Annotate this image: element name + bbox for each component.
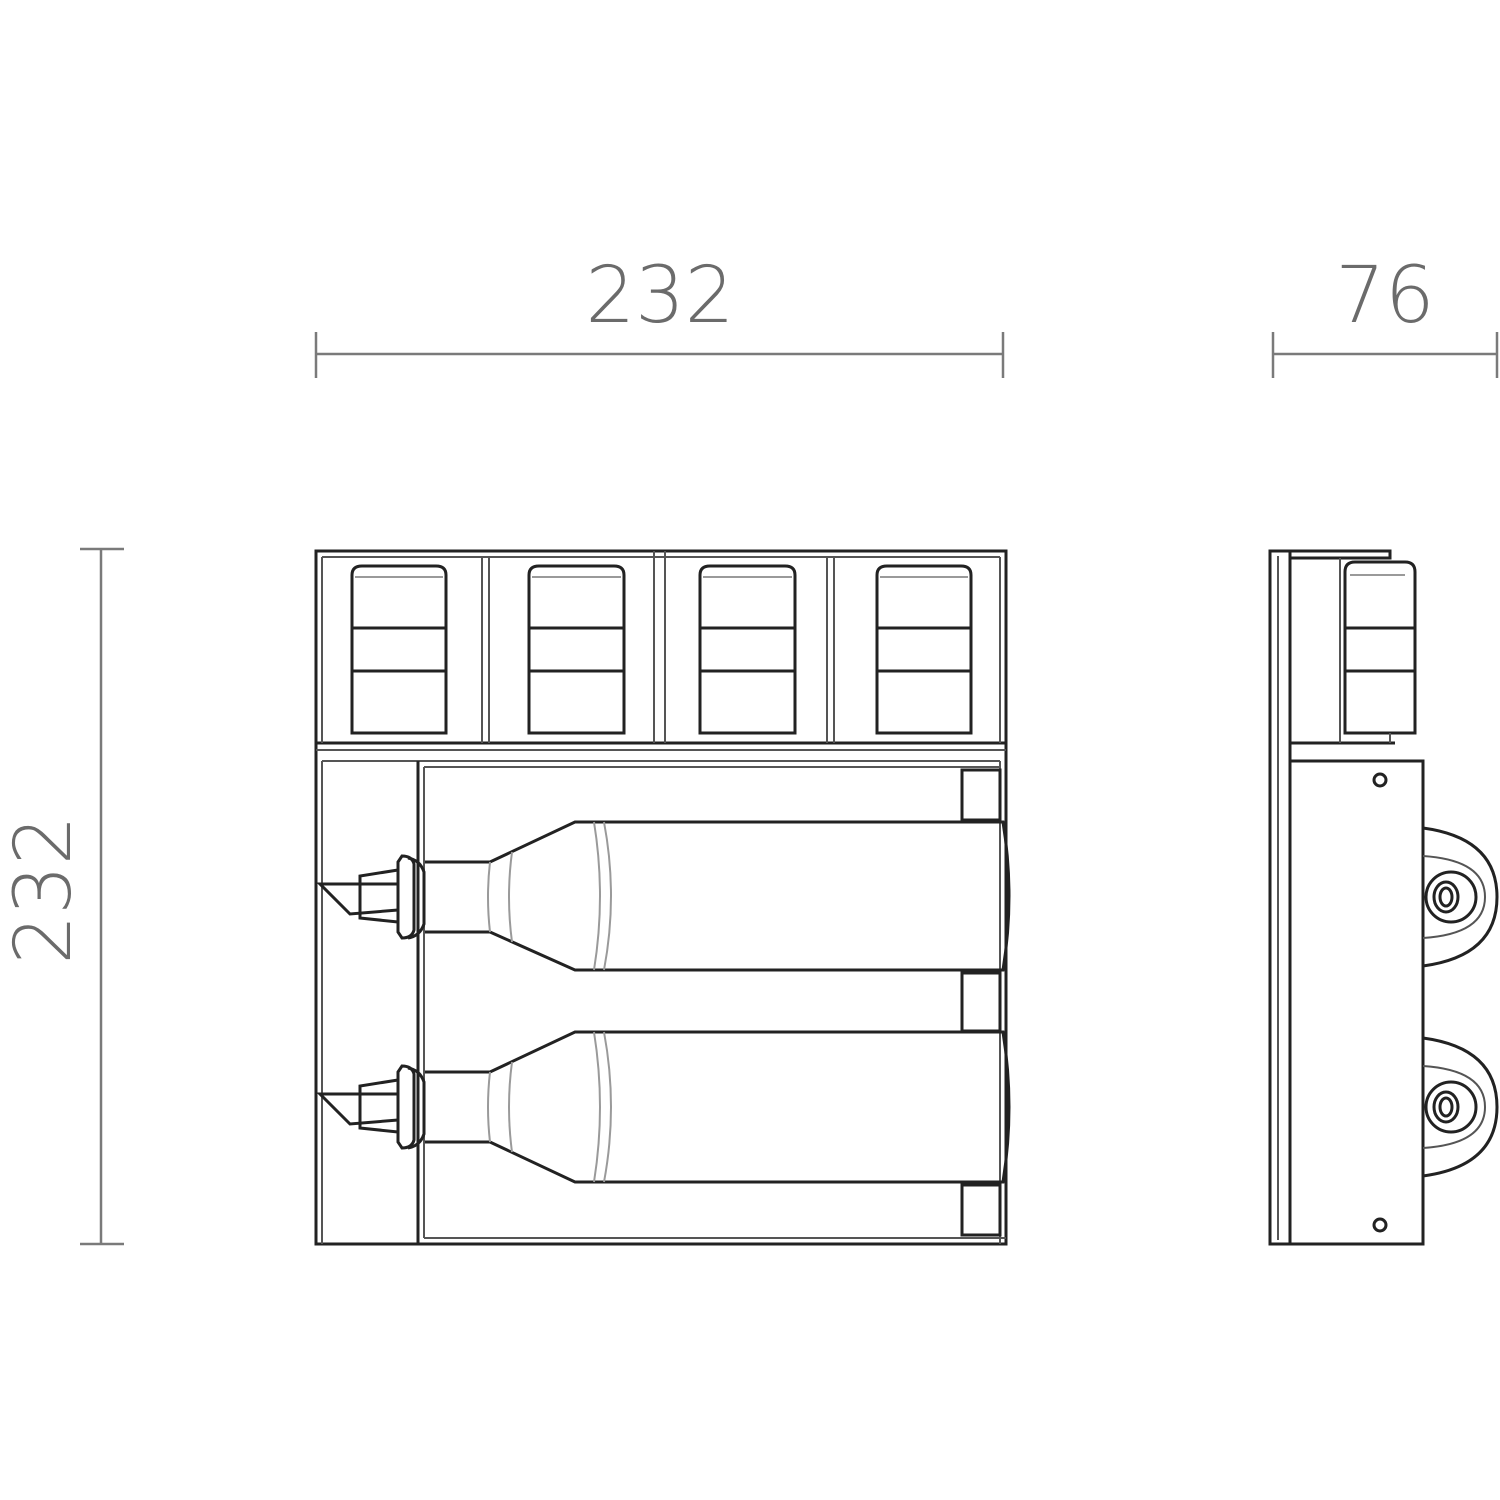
bottle-2 [316, 1030, 1011, 1184]
height-dimension: 232 [0, 547, 124, 1246]
side-body-panel [1288, 759, 1425, 1246]
side-bottle-1 [1422, 826, 1499, 968]
side-bottle-2 [1422, 1036, 1499, 1178]
bottle-pourer [316, 882, 399, 916]
width-dimension: 232 [314, 251, 1005, 378]
drawer-3 [698, 564, 797, 735]
drawer-2 [527, 564, 626, 735]
bottle-holder [960, 768, 1002, 822]
side-body [1288, 759, 1425, 1246]
depth-dimension: 76 [1271, 251, 1499, 378]
front-view [314, 549, 1011, 1246]
screw-hole [1372, 1217, 1388, 1233]
bottle-body [425, 820, 1011, 972]
bottle-section [316, 760, 1011, 1244]
depth-dimension-label: 76 [1335, 251, 1434, 341]
drawer-section [316, 551, 1006, 751]
bottle-pourer [316, 1092, 399, 1126]
side-view [1268, 549, 1499, 1246]
height-dimension-label: 232 [0, 816, 89, 965]
side-drawer-profile [1290, 549, 1417, 745]
bottle-1 [316, 820, 1011, 972]
bottle-holder [960, 1183, 1002, 1237]
drawer-4 [875, 564, 973, 735]
side-back-plate [1268, 549, 1292, 1246]
bottle-body [425, 1030, 1011, 1184]
front-outer-frame [314, 549, 1008, 1246]
drawer-1 [350, 564, 448, 735]
screw-hole [1372, 772, 1388, 788]
width-dimension-label: 232 [586, 251, 735, 341]
